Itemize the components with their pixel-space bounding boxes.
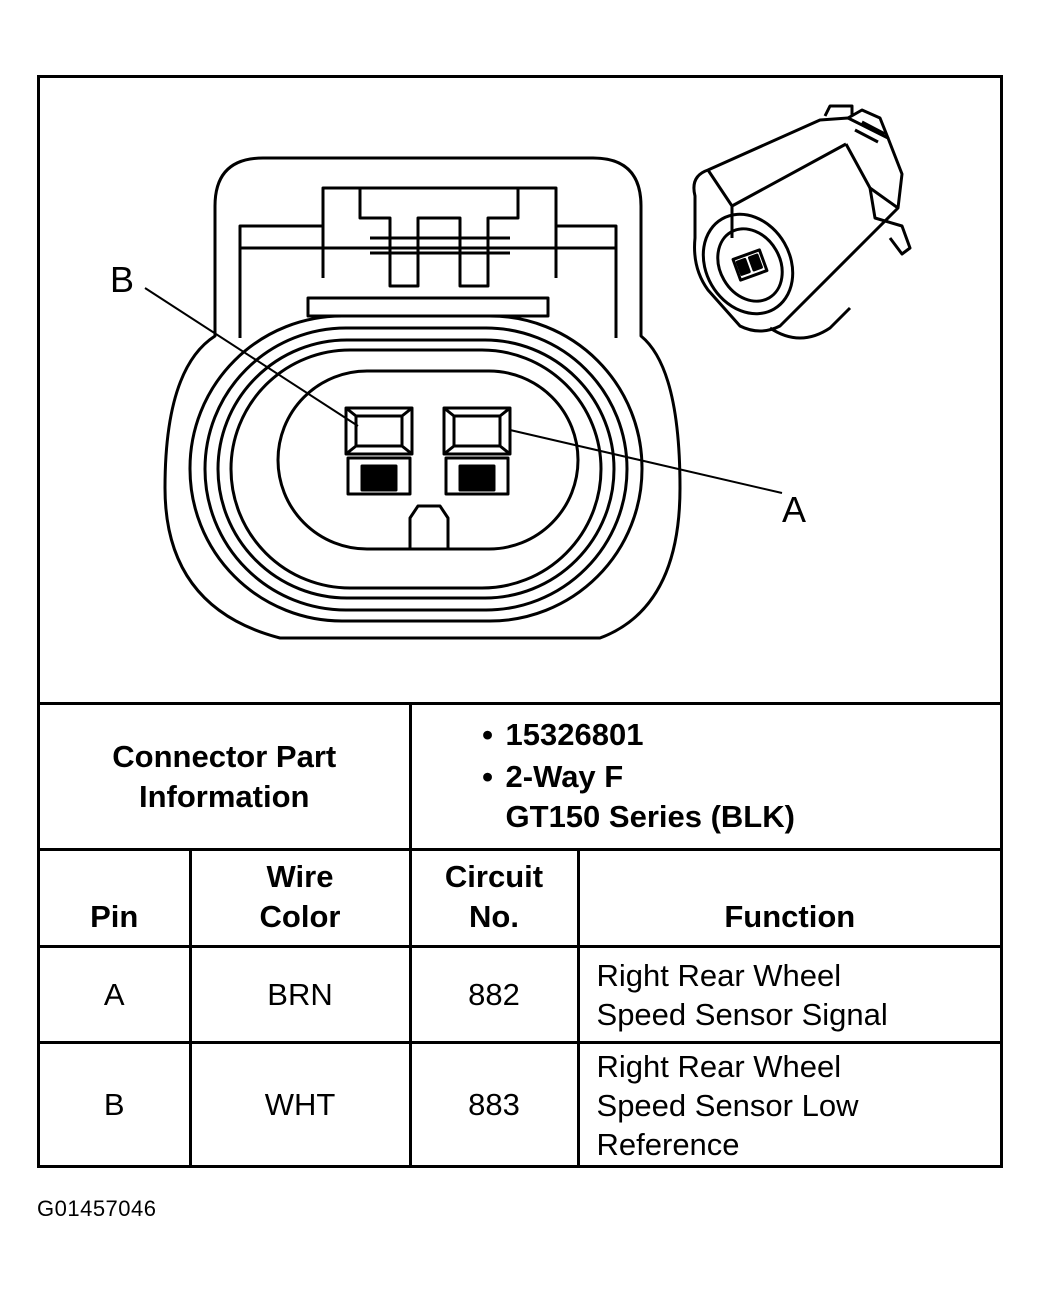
pin-cell: B xyxy=(40,1041,192,1167)
column-header-function-text: Function xyxy=(724,899,856,934)
pin-label-b: B xyxy=(110,259,134,300)
connector-part-info-label: Connector Part Information xyxy=(40,702,412,851)
column-header-circuit-line1: Circuit xyxy=(444,859,544,894)
connector-latch-housing xyxy=(238,186,618,338)
function-line: Right Rear Wheel xyxy=(596,957,842,993)
function-line: Speed Sensor Low xyxy=(596,1087,859,1123)
terminal-cavity-area xyxy=(276,369,580,551)
terminal-b xyxy=(344,406,414,496)
column-header-wire-color: Wire Color xyxy=(188,848,412,948)
function-line: Speed Sensor Signal xyxy=(596,996,888,1032)
pin-label-a: A xyxy=(782,489,806,530)
pin-cell: A xyxy=(40,945,192,1044)
column-header-row: Pin Wire Color Circuit No. Function xyxy=(40,848,1001,948)
connector-latch xyxy=(358,188,520,288)
column-header-wire-color-line1: Wire xyxy=(266,859,334,894)
connector-type-bullet: •2-Way F xyxy=(482,759,624,794)
wire-color-cell: BRN xyxy=(188,945,412,1044)
connector-3d-view xyxy=(692,104,912,340)
connector-part-info-values: •15326801 •2-Way F GT150 Series (BLK) xyxy=(408,702,1001,851)
connector-figure-frame: B A Connector Part Information xyxy=(37,75,1003,1168)
part-number-bullet: •15326801 xyxy=(482,717,644,752)
connector-part-info-label-line2: Information xyxy=(139,778,310,814)
terminal-a xyxy=(442,406,512,496)
connector-face-diagram: B A xyxy=(110,104,912,640)
column-header-circuit-line2: No. xyxy=(469,899,519,934)
function-cell: Right Rear Wheel Speed Sensor Low Refere… xyxy=(576,1041,1001,1167)
column-header-wire-color-line2: Color xyxy=(259,899,341,934)
function-cell: Right Rear Wheel Speed Sensor Signal xyxy=(576,945,1001,1044)
circuit-cell: 883 xyxy=(408,1041,580,1167)
leader-line-a xyxy=(509,429,783,494)
function-line: Right Rear Wheel xyxy=(596,1048,842,1084)
part-number: 15326801 xyxy=(505,717,644,752)
connector-part-info-row: Connector Part Information •15326801 •2-… xyxy=(40,702,1001,851)
connector-pinout-table: Connector Part Information •15326801 •2-… xyxy=(40,702,1001,1167)
table-row: A BRN 882 Right Rear Wheel Speed Sensor … xyxy=(40,945,1001,1044)
connector-key xyxy=(408,504,450,549)
wire-color-cell: WHT xyxy=(188,1041,412,1167)
circuit-cell: 882 xyxy=(408,945,580,1044)
column-header-pin-text: Pin xyxy=(90,899,139,934)
table-row: B WHT 883 Right Rear Wheel Speed Sensor … xyxy=(40,1041,1001,1167)
column-header-function: Function xyxy=(576,848,1001,948)
function-line: Reference xyxy=(596,1126,740,1162)
column-header-pin: Pin xyxy=(40,848,192,948)
connector-type-line2: GT150 Series (BLK) xyxy=(505,799,795,834)
connector-housing-outline xyxy=(163,156,682,640)
connector-part-info-label-line1: Connector Part xyxy=(112,738,337,774)
column-header-circuit: Circuit No. xyxy=(408,848,580,948)
leader-line-b xyxy=(144,287,359,427)
seal-ring-outer xyxy=(188,314,644,623)
connector-type-line1: 2-Way F xyxy=(505,759,624,794)
figure-id: G01457046 xyxy=(37,1196,157,1221)
